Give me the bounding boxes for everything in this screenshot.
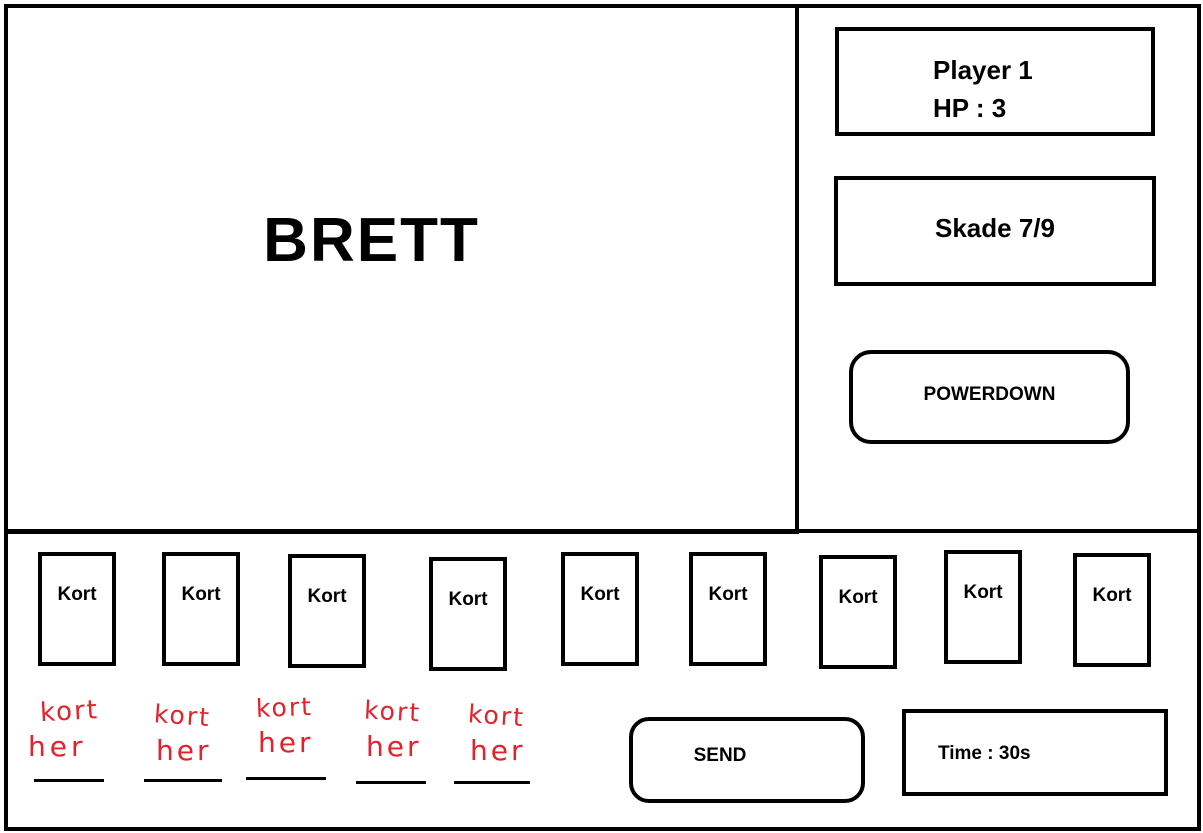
hand-card[interactable]: Kort — [38, 552, 116, 666]
slot-handwriting: kort her — [467, 699, 526, 764]
program-slot[interactable]: kort her — [454, 694, 544, 784]
slot-handwriting: kort her — [363, 695, 421, 763]
slot-handwriting: kort her — [28, 695, 100, 762]
slot-handwriting: kort her — [153, 699, 212, 762]
slot-line1: kort — [39, 695, 99, 728]
program-slot[interactable]: kort her — [24, 692, 114, 782]
slot-line2: her — [28, 730, 86, 762]
hand-card[interactable]: Kort — [819, 555, 897, 669]
card-label: Kort — [963, 582, 1003, 603]
slot-underline — [246, 777, 326, 780]
card-label: Kort — [1092, 585, 1132, 606]
damage-label: Skade 7/9 — [935, 212, 1055, 243]
send-label: SEND — [693, 745, 747, 766]
timer-label: Time : 30s — [938, 743, 1031, 764]
card-label: Kort — [580, 584, 620, 605]
player-info-panel: Player 1 HP : 3 — [835, 27, 1155, 136]
card-label: Kort — [181, 584, 221, 605]
program-slot[interactable]: kort her — [354, 694, 444, 784]
slot-line1: kort — [363, 695, 421, 727]
hand-card[interactable]: Kort — [162, 552, 240, 666]
board-label: BRETT — [263, 205, 480, 275]
powerdown-label: POWERDOWN — [923, 384, 1056, 405]
slot-handwriting: kort her — [255, 692, 313, 759]
card-label: Kort — [838, 587, 878, 608]
divider — [4, 529, 1199, 533]
hand-card[interactable]: Kort — [689, 552, 767, 666]
hand-card[interactable]: Kort — [1073, 553, 1151, 667]
slot-line1: kort — [153, 699, 212, 732]
hand-card[interactable]: Kort — [944, 550, 1022, 664]
slot-underline — [144, 779, 222, 782]
hand-card[interactable]: Kort — [429, 557, 507, 671]
slot-line2: her — [258, 726, 313, 759]
slot-line1: kort — [255, 692, 313, 723]
hand-card[interactable]: Kort — [561, 552, 639, 666]
card-label: Kort — [57, 584, 97, 605]
damage-panel: Skade 7/9 — [834, 176, 1156, 286]
card-label: Kort — [448, 589, 488, 610]
slot-underline — [454, 781, 530, 784]
player-name: Player 1 — [933, 55, 1033, 85]
slot-underline — [356, 781, 426, 784]
slot-line2: her — [366, 730, 421, 763]
card-label: Kort — [708, 584, 748, 605]
send-button[interactable]: SEND — [629, 717, 865, 803]
hand-card[interactable]: Kort — [288, 554, 366, 668]
slot-line2: her — [470, 734, 525, 764]
game-board[interactable]: BRETT — [4, 4, 799, 534]
card-label: Kort — [307, 586, 347, 607]
slot-line2: her — [156, 734, 211, 762]
program-slot[interactable]: kort her — [244, 690, 334, 780]
program-slot[interactable]: kort her — [140, 692, 230, 782]
slot-underline — [34, 779, 104, 782]
player-hp: HP : 3 — [933, 93, 1007, 123]
timer-panel: Time : 30s — [902, 709, 1168, 796]
slot-line1: kort — [467, 699, 526, 732]
powerdown-button[interactable]: POWERDOWN — [849, 350, 1130, 444]
